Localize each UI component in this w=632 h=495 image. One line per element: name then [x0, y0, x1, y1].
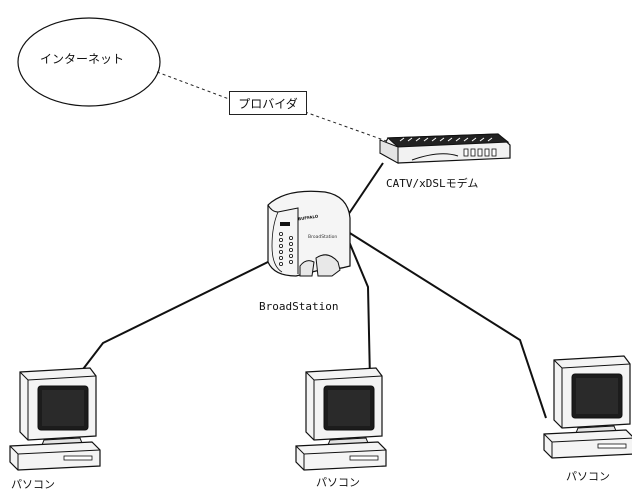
pc-label-3: パソコン [566, 470, 610, 483]
router-pc2-cable [344, 231, 371, 381]
pc-1 [9, 367, 101, 471]
router-pc3-cable [344, 229, 547, 419]
router-label: BroadStation [259, 300, 339, 313]
pc-2 [295, 367, 387, 471]
internet-ellipse [17, 17, 161, 107]
pc-3 [543, 355, 632, 459]
router-pc1-cable [76, 259, 273, 378]
pc-label-2: パソコン [316, 476, 360, 489]
provider-modem-link [304, 111, 393, 144]
provider-label: プロバイダ [229, 91, 307, 115]
internet-provider-link [156, 71, 230, 100]
modem-router-cable [347, 162, 384, 216]
internet-label: インターネット [40, 52, 125, 66]
router-device: BroadStation [267, 190, 351, 277]
modem-device [379, 133, 511, 164]
pc-label-1: パソコン [11, 478, 55, 491]
router-model-text: BroadStation [308, 234, 337, 240]
modem-label: CATV/xDSLモデム [386, 177, 479, 190]
